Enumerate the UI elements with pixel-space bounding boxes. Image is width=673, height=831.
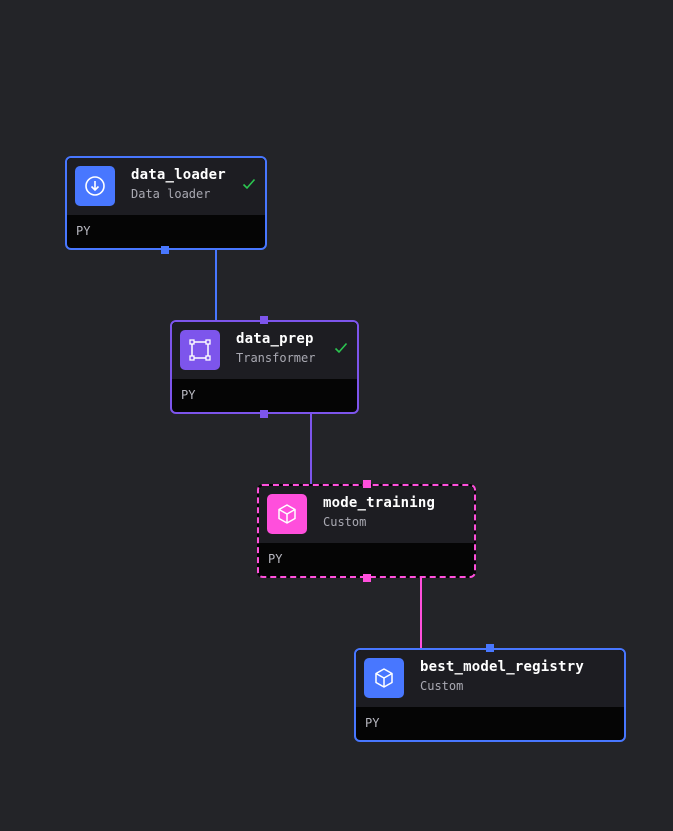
block-title: data_loader [131,167,226,183]
block-header: mode_training Custom [259,486,474,543]
success-check-icon [242,178,256,190]
input-port[interactable] [486,644,494,652]
block-footer: PY [172,379,357,412]
block-type-label: Custom [323,515,367,529]
block-node-mode-training[interactable]: mode_training Custom PY [257,480,476,582]
language-label: PY [268,552,283,566]
language-label: PY [365,716,380,730]
block-header: best_model_registry Custom [356,650,624,707]
output-port[interactable] [363,574,371,582]
block-header: data_loader Data loader [67,158,265,215]
input-port[interactable] [363,480,371,488]
cube-icon [364,658,404,698]
transform-square-icon [180,330,220,370]
block-title: data_prep [236,331,314,347]
output-port[interactable] [161,246,169,254]
block-node-best-model-registry[interactable]: best_model_registry Custom PY [354,644,626,742]
success-check-icon [334,342,348,354]
block-type-label: Custom [420,679,464,693]
block-title: best_model_registry [420,659,584,675]
output-port[interactable] [260,410,268,418]
block-footer: PY [259,543,474,576]
block-title: mode_training [323,495,436,511]
language-label: PY [181,388,196,402]
language-label: PY [76,224,91,238]
block-node-data-loader[interactable]: data_loader Data loader PY [65,156,267,254]
block-header: data_prep Transformer [172,322,357,379]
block-footer: PY [67,215,265,248]
block-type-label: Transformer [236,351,316,365]
cube-icon [267,494,307,534]
input-port[interactable] [260,316,268,324]
block-type-label: Data loader [131,187,211,201]
block-node-data-prep[interactable]: data_prep Transformer PY [170,316,359,418]
download-arrow-icon [75,166,115,206]
block-footer: PY [356,707,624,740]
